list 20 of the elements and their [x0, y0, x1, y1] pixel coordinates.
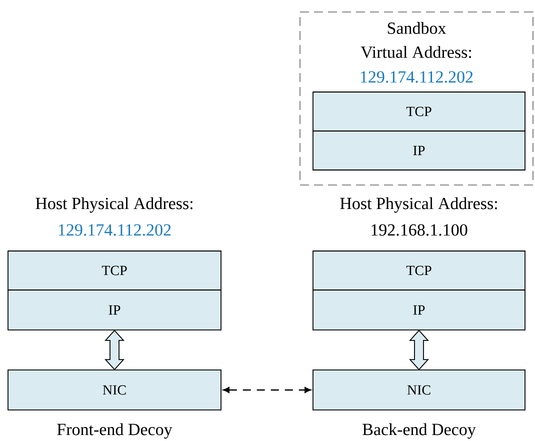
block-arrow: [104, 330, 125, 370]
layer-box: NIC: [312, 370, 526, 410]
heading-text: Sandbox: [388, 22, 446, 34]
layer-box: TCP: [8, 250, 222, 290]
caption-text: 192.168.1.100: [372, 224, 468, 236]
caption-text: Front-end Decoy: [57, 423, 172, 439]
layer-box: TCP: [312, 92, 526, 132]
layer-box: NIC: [8, 370, 222, 410]
layer-box: IP: [312, 130, 526, 170]
block-arrow: [408, 330, 429, 370]
caption-text: Back-end Decoy: [362, 423, 476, 439]
caption-text: Host Physical Address:: [340, 197, 497, 213]
address-text: 129.174.112.202: [360, 71, 473, 83]
layer-box: TCP: [312, 250, 526, 290]
address-text: 129.174.112.202: [58, 224, 171, 236]
layer-box: IP: [8, 290, 222, 330]
dashed-arrow: [223, 387, 312, 393]
heading-text: Virtual Address:: [360, 46, 472, 58]
caption-text: Host Physical Address:: [36, 197, 192, 213]
layer-box: IP: [312, 290, 526, 330]
